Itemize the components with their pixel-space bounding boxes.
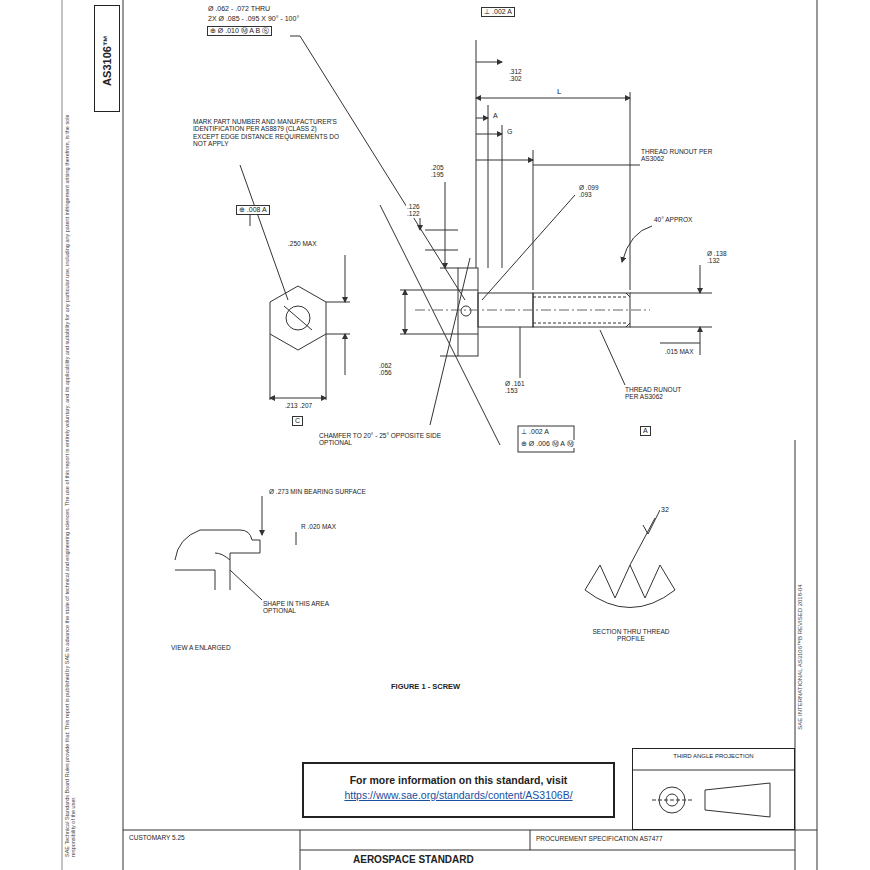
dimension-note: .250 MAX: [287, 240, 318, 247]
dimension-note: THREAD RUNOUT PER AS3062: [640, 148, 722, 163]
dimension-note: L: [556, 87, 562, 96]
dimension-note: Ø .099 .093: [578, 184, 610, 199]
feature-frame: ⊕ .008 A: [236, 205, 270, 215]
dimension-note: .062 .056: [378, 362, 406, 377]
dimension-note: ⊕ Ø .006 Ⓜ A Ⓜ: [520, 440, 575, 448]
box-text: THIRD ANGLE PROJECTION: [633, 753, 794, 759]
box-text: AS3106™: [95, 8, 119, 113]
feature-frame: C: [292, 416, 303, 426]
box-text: For more information on this standard, v…: [304, 774, 613, 786]
dimension-note: MARK PART NUMBER AND MANUFACTURER'S IDEN…: [192, 118, 344, 148]
margin-note: SAE INTERNATIONAL AS3106™B REVISED 2018-…: [797, 456, 804, 858]
dimension-note: SECTION THRU THREAD PROFILE: [588, 628, 674, 643]
dimension-note: .015 MAX: [664, 348, 695, 355]
dimension-note: Ø .062 - .072 THRU: [207, 5, 271, 13]
link-text: https://www.sae.org/standards/content/AS…: [304, 789, 613, 801]
dimension-note: .126 .122: [406, 203, 434, 218]
dimension-note: CHAMFER TO 20° - 25° OPPOSITE SIDE OPTIO…: [318, 432, 470, 447]
feature-frame: ⊥ .002 A: [481, 7, 515, 17]
dimension-note: Ø .273 MIN BEARING SURFACE: [268, 488, 367, 495]
dimension-note: SHAPE IN THIS AREA OPTIONAL: [262, 600, 344, 615]
dimension-note: VIEW A ENLARGED: [170, 644, 232, 651]
feature-frame: A: [640, 426, 651, 436]
dimension-note: 2X Ø .085 - .095 X 90° - 100°: [207, 15, 300, 23]
dimension-note: .205 .195: [430, 164, 458, 179]
feature-frame: ⊕ Ø .010 Ⓜ A B Ⓢ: [207, 26, 272, 36]
dimension-note: Ø .138 .132: [706, 250, 738, 265]
dimension-note: .312 .302: [508, 68, 532, 83]
dimension-note: CUSTOMARY 5.25: [128, 834, 186, 841]
dimension-note: G: [506, 128, 513, 136]
dimension-note: THREAD RUNOUT PER AS3062: [624, 386, 696, 401]
dimension-note: 32: [660, 506, 670, 514]
standard-number-box: AS3106™: [94, 5, 120, 112]
info-box: For more information on this standard, v…: [302, 762, 615, 818]
dimension-note: R .020 MAX: [300, 523, 337, 530]
projection-box: THIRD ANGLE PROJECTION: [632, 748, 795, 830]
dimension-note: A: [492, 112, 499, 120]
dimension-note: 40° APPROX: [653, 216, 693, 223]
margin-note: SAE Technical Standards Board Rules prov…: [64, 96, 77, 858]
dimension-note: ⊥ .002 A: [520, 428, 550, 436]
dimension-note: Ø .161 .153: [504, 380, 538, 395]
dimension-note: PROCUREMENT SPECIFICATION AS7477: [535, 835, 664, 842]
dimension-note: FIGURE 1 - SCREW: [390, 683, 461, 692]
dimension-note: AEROSPACE STANDARD: [352, 854, 475, 866]
dimension-note: .213 .207: [284, 402, 314, 409]
